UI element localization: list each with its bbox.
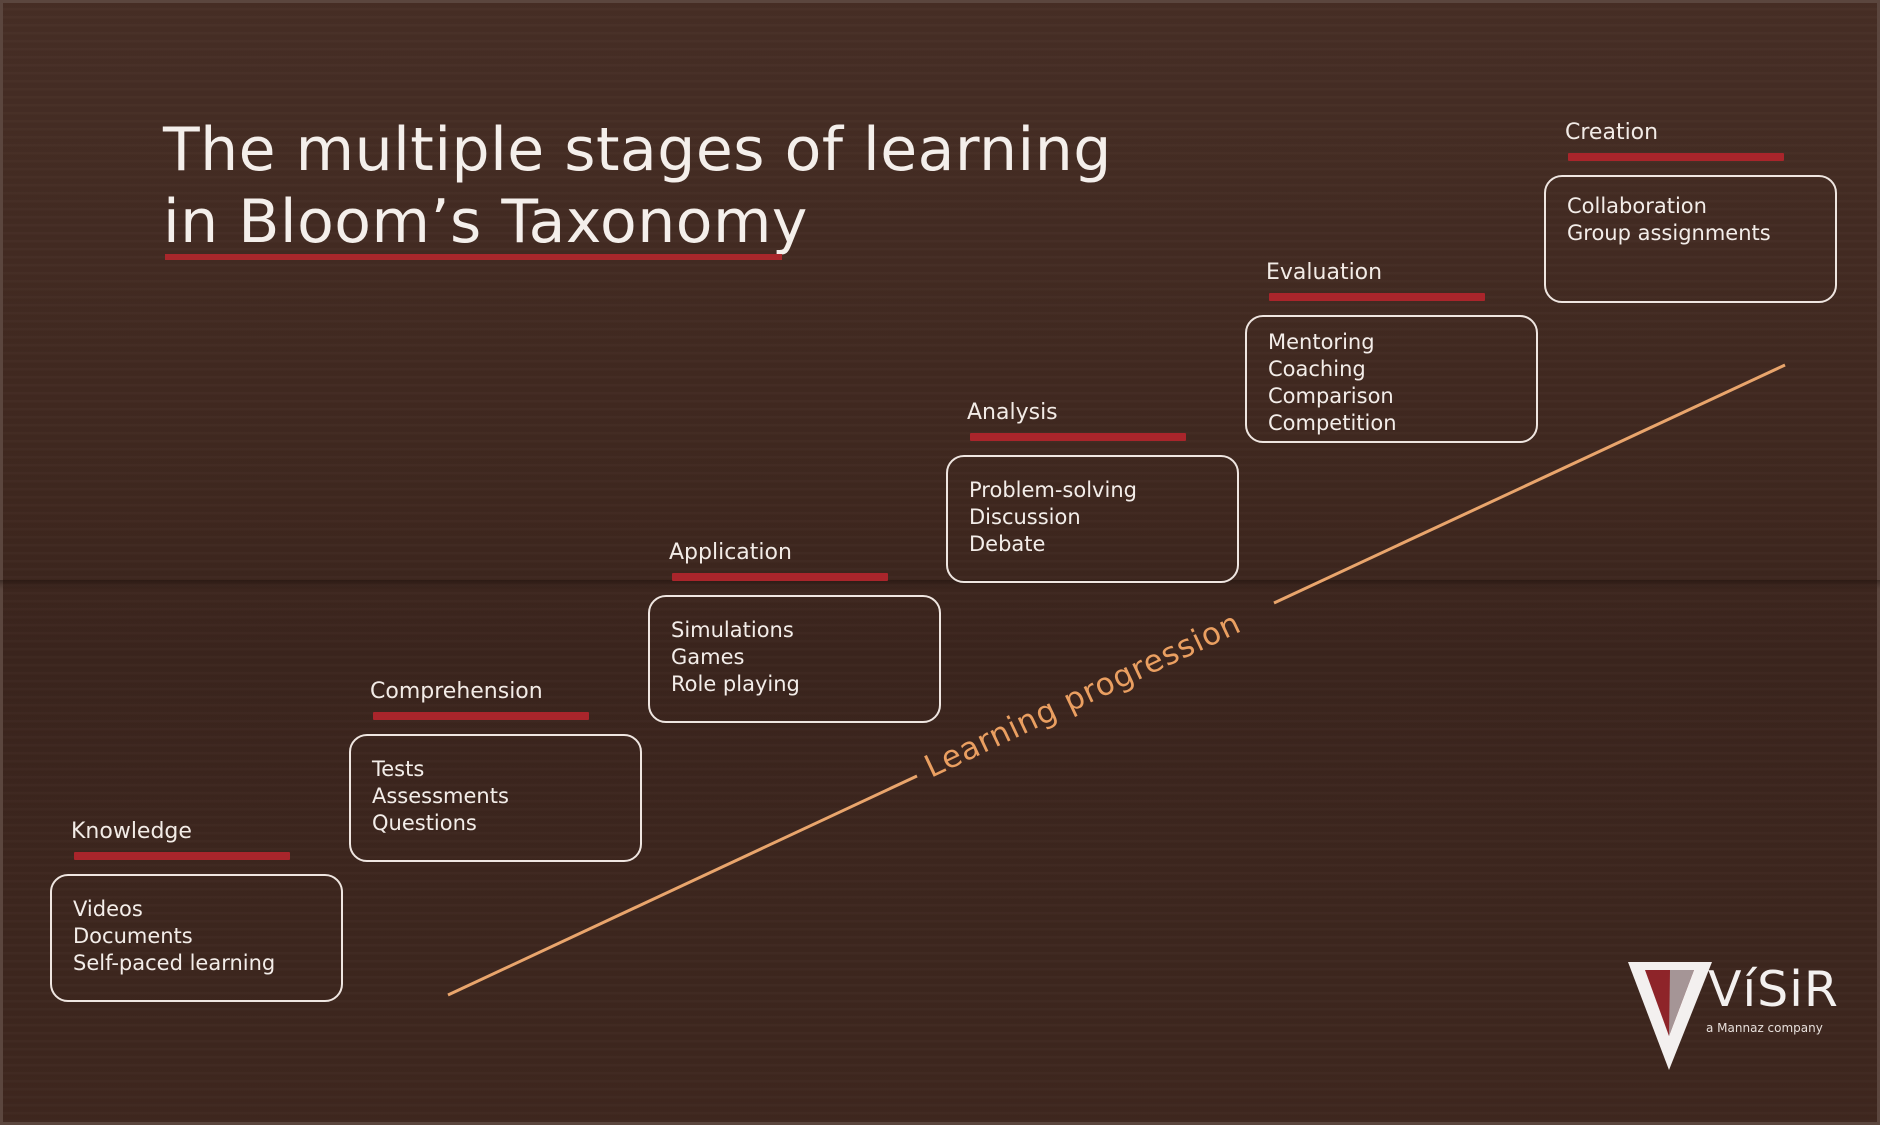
- stage-underline-analysis: [970, 433, 1186, 441]
- stage-underline-comprehension: [373, 712, 589, 720]
- stage-item: Coaching: [1268, 357, 1366, 381]
- stage-label-knowledge: Knowledge: [71, 819, 192, 844]
- stage-item: Problem-solving: [969, 478, 1137, 502]
- stage-item: Role playing: [671, 672, 800, 696]
- stage-item: Mentoring: [1268, 330, 1375, 354]
- title-line-1: The multiple stages of learning: [163, 115, 1112, 185]
- stage-box-analysis: Problem-solving Discussion Debate: [946, 455, 1239, 583]
- visir-v-icon: [1628, 962, 1712, 1070]
- stage-underline-creation: [1568, 153, 1784, 161]
- stage-item: Assessments: [372, 784, 509, 808]
- stage-item: Collaboration: [1567, 194, 1707, 218]
- stage-label-application: Application: [669, 540, 792, 565]
- stage-label-analysis: Analysis: [967, 400, 1058, 425]
- title-underline: [165, 254, 782, 260]
- stage-box-application: Simulations Games Role playing: [648, 595, 941, 723]
- stage-label-comprehension: Comprehension: [370, 679, 543, 704]
- stage-item: Competition: [1268, 411, 1397, 435]
- stage-box-evaluation: Mentoring Coaching Comparison Competitio…: [1245, 315, 1538, 443]
- stage-item: Questions: [372, 811, 477, 835]
- stage-underline-evaluation: [1269, 293, 1485, 301]
- visir-tagline: a Mannaz company: [1706, 1021, 1823, 1035]
- stage-item: Group assignments: [1567, 221, 1771, 245]
- stage-underline-knowledge: [74, 852, 290, 860]
- page-title: The multiple stages of learning in Bloom…: [163, 114, 1123, 258]
- stage-item: Tests: [372, 757, 425, 781]
- progression-line-upper: [1273, 363, 1786, 605]
- stage-label-creation: Creation: [1565, 120, 1659, 145]
- visir-wordmark: VíSiR: [1708, 961, 1839, 1018]
- wood-plank-seam: [0, 580, 1880, 590]
- learning-progression-label: Learning progression: [919, 605, 1247, 785]
- title-line-2: in Bloom’s Taxonomy: [163, 187, 808, 257]
- progression-line-lower: [447, 774, 918, 997]
- stage-underline-application: [672, 573, 888, 581]
- stage-item: Debate: [969, 532, 1046, 556]
- stage-item: Documents: [73, 924, 193, 948]
- stage-label-evaluation: Evaluation: [1266, 260, 1383, 285]
- stage-box-creation: Collaboration Group assignments: [1544, 175, 1837, 303]
- stage-item: Videos: [73, 897, 143, 921]
- visir-logo: VíSiR a Mannaz company: [1628, 958, 1838, 1076]
- stage-box-comprehension: Tests Assessments Questions: [349, 734, 642, 862]
- stage-item: Self-paced learning: [73, 951, 276, 975]
- stage-item: Comparison: [1268, 384, 1394, 408]
- stage-item: Games: [671, 645, 745, 669]
- stage-item: Simulations: [671, 618, 794, 642]
- stage-item: Discussion: [969, 505, 1081, 529]
- stage-box-knowledge: Videos Documents Self-paced learning: [50, 874, 343, 1002]
